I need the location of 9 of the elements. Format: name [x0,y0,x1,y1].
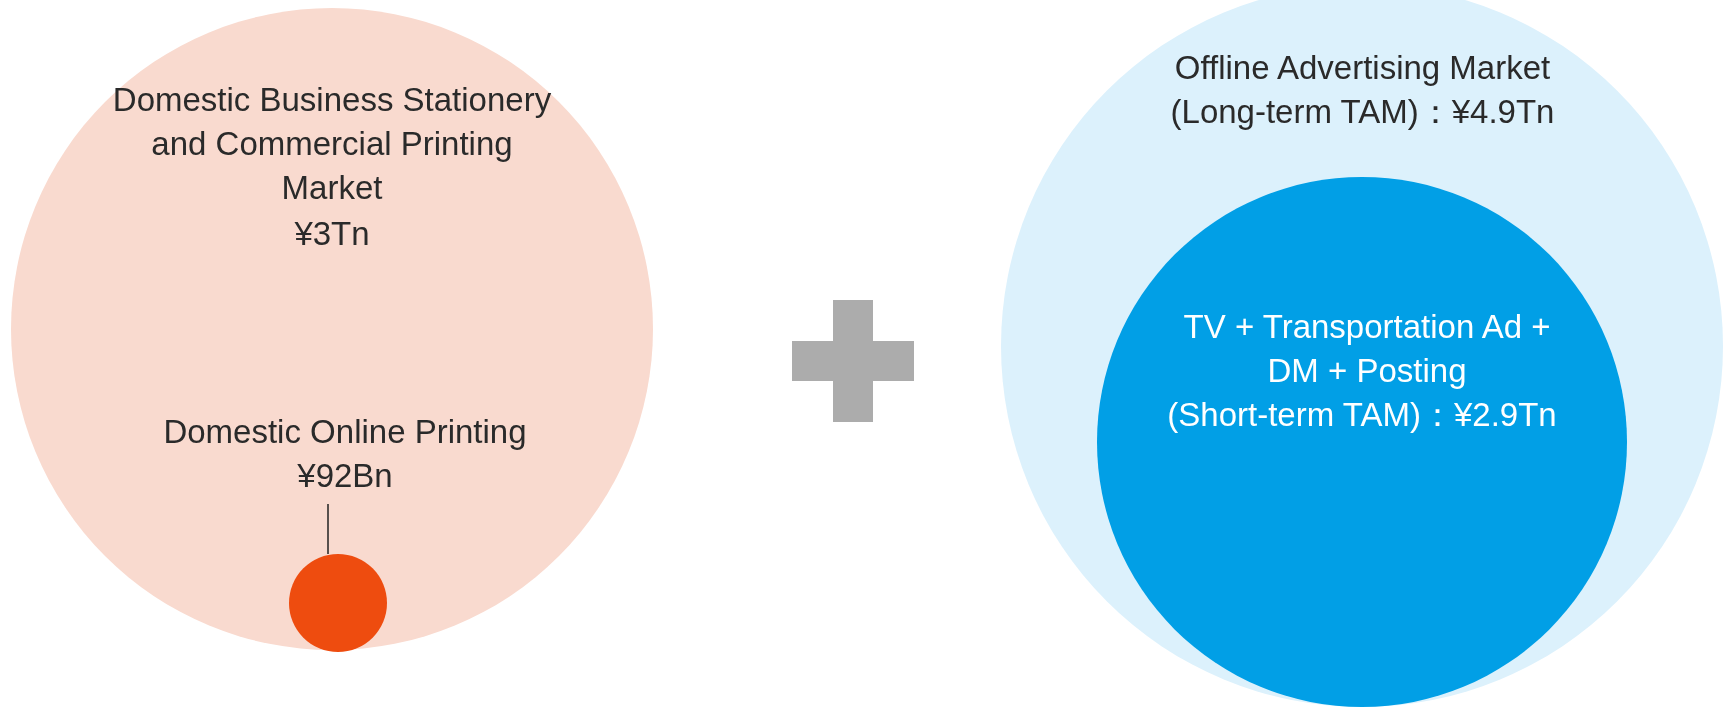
label-text: Offline Advertising Market [1173,48,1552,88]
value-text: ¥92Bn [296,456,394,496]
value-text: (Long-term TAM)：¥4.9Tn [1169,92,1556,132]
label-text: TV + Transportation Ad + DM + Posting [1182,307,1552,391]
label-text: Domestic Business Stationery and Commercial Printing Market [111,80,553,208]
value-text: ¥3Tn [293,214,371,254]
value-text: (Short-term TAM)：¥2.9Tn [1166,395,1558,435]
label-text: Domestic Online Printing [162,412,528,452]
leader-line [327,503,329,555]
